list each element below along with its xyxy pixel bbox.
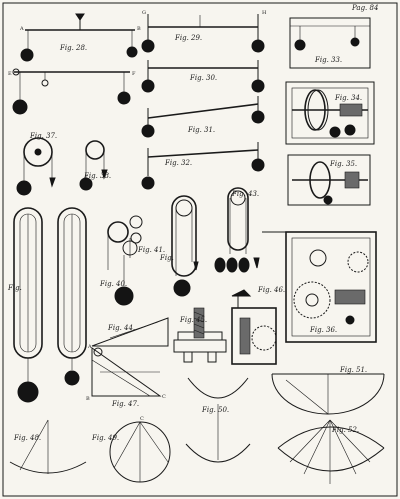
fig-36-gear-train: Fig. 36. [262, 231, 377, 343]
fig-45-screw: Fig. 45. [173, 307, 227, 363]
fig-47-label: Fig. 47. [111, 400, 139, 408]
fig-31-balance: Fig. 31. [141, 96, 265, 138]
svg-text:F: F [132, 71, 136, 77]
fig-50-arc: Fig. 50. [185, 377, 251, 463]
fig-35-label: Fig. 35. [329, 160, 357, 168]
fig-38-pulley: Fig. 38. [79, 140, 111, 191]
fig-30-balance: Fig. 30. [141, 60, 265, 93]
svg-text:B: B [137, 26, 141, 32]
fig-34-wheel-axle: Fig. 34. [285, 81, 375, 145]
fig-51-label: Fig. 51. [339, 366, 367, 374]
svg-text:A: A [19, 26, 24, 32]
fig-34-label: Fig. 34. [334, 94, 362, 102]
svg-text:C: C [140, 416, 144, 422]
fig-42-label: Fig. [159, 254, 174, 262]
fig-48-arcs: Fig. 48. [9, 419, 87, 474]
svg-text:H: H [262, 10, 267, 16]
fig-37-pulley: Fig. 37. [16, 132, 57, 196]
fig-46-press: Fig. 46. [231, 286, 285, 365]
fig-32-balance: Fig. 32. [141, 142, 265, 190]
fig-44-label: Fig. 44. [107, 324, 135, 332]
fig-52-label: Fig. 52. [331, 426, 359, 434]
svg-text:B: B [86, 396, 90, 402]
fig-43-pulley: Fig. 43. [214, 187, 260, 273]
fig-39-label: Fig. [7, 284, 22, 292]
fig-40-label: Fig. 40. [99, 280, 127, 288]
fig-31-label: Fig. 31. [187, 126, 215, 134]
fig-46-label: Fig. 46. [257, 286, 285, 294]
page-label: Pag. 84 [351, 4, 378, 12]
fig-30-label: Fig. 30. [189, 74, 217, 82]
fig-42-pulley: Fig. [159, 195, 199, 297]
fig-33-label: Fig. 33. [314, 56, 342, 64]
svg-text:E: E [8, 71, 12, 77]
fig-48-label: Fig. 48. [13, 434, 41, 442]
fig-50-label: Fig. 50. [201, 406, 229, 414]
fig-49-label: Fig. 49. [91, 434, 119, 442]
svg-text:G: G [142, 10, 146, 16]
fig-52-fan: Fig. 52. [277, 419, 385, 484]
svg-text:C: C [162, 394, 166, 400]
fig-37-label: Fig. 37. [29, 132, 57, 140]
fig-49-circle: C Fig. 49. [91, 416, 171, 483]
fig-36-label: Fig. 36. [309, 326, 337, 334]
fig-41-pulleys: Fig. 41. [129, 215, 165, 258]
fig-43-label: Fig. 43. [231, 190, 259, 198]
fig-39-pulley-blocks: Fig. [7, 207, 87, 403]
fig-40-pulleys: Fig. 40. [99, 221, 138, 306]
svg-text:A: A [87, 344, 92, 350]
fig-44-inclined-plane: Fig. 44. [91, 317, 169, 347]
fig-33-frame: Fig. 33. [289, 17, 371, 69]
fig-35-axle: Fig. 35. [287, 154, 371, 206]
fig-47-geometry: A C B Fig. 47. [86, 344, 166, 408]
fig-28-label: Fig. 28. [59, 44, 87, 52]
fig-29-label: Fig. 29. [174, 34, 202, 42]
fig-32-label: Fig. 32. [164, 159, 192, 167]
fig-28-lever: A B Fig. 28. [19, 13, 141, 62]
fig-41-label: Fig. 41. [137, 246, 165, 254]
fig-38-label: Fig. 38. [83, 172, 111, 180]
fig-45-label: Fig. 45. [179, 316, 207, 324]
fig-29-balance: G H Fig. 29. [141, 10, 267, 53]
fig-51-semicircle: Fig. 51. [271, 366, 385, 415]
